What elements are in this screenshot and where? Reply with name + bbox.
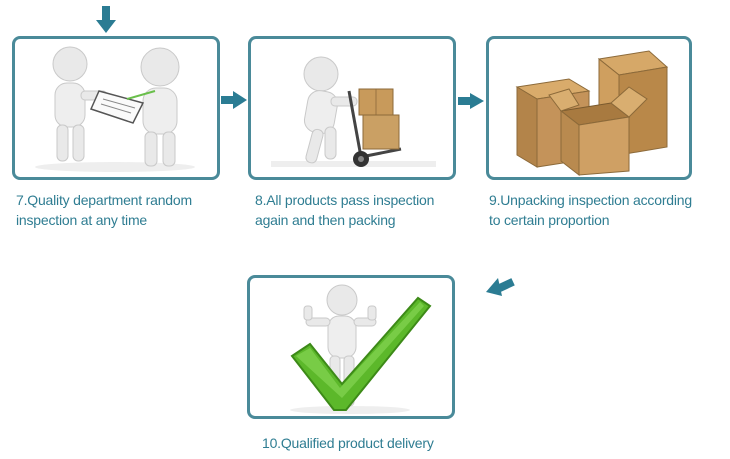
- hand-truck-boxes-icon: [271, 56, 436, 167]
- green-checkmark-icon: [290, 284, 432, 414]
- inspection-figures-icon: [35, 46, 195, 172]
- step-9-caption: 9.Unpacking inspection according to cert…: [489, 192, 692, 228]
- step-10-image: [247, 275, 455, 419]
- right-arrow-icon: [458, 93, 484, 109]
- down-arrow-icon: [96, 6, 116, 33]
- step-8-caption: 8.All products pass inspection again and…: [255, 192, 435, 228]
- step-7-image: [12, 36, 220, 180]
- step-9-image: [486, 36, 692, 180]
- cardboard-boxes-icon: [515, 50, 669, 177]
- step-7-caption: 7.Quality department random inspection a…: [16, 192, 192, 228]
- step-8-image: [248, 36, 456, 180]
- step-10-caption: 10.Qualified product delivery: [262, 435, 434, 451]
- right-arrow-icon: [221, 91, 247, 109]
- down-left-arrow-icon: [486, 278, 515, 296]
